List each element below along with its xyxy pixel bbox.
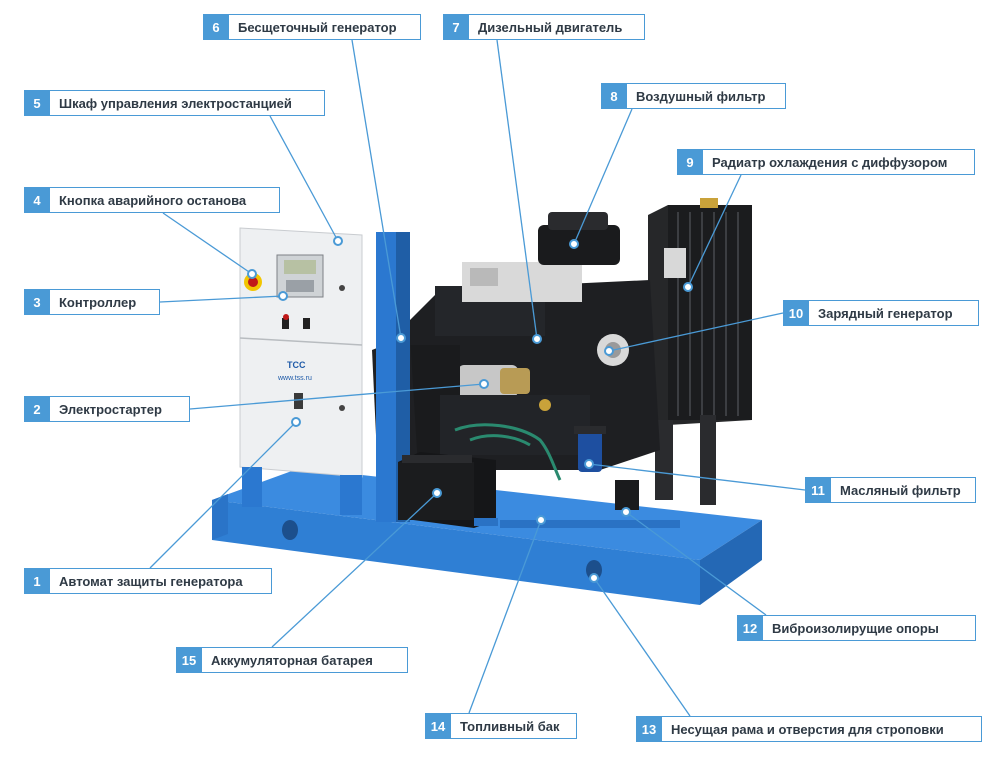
callout-radiator: 9 Радиатр охлаждения с диффузором bbox=[677, 149, 975, 175]
leader-points bbox=[247, 236, 693, 583]
callout-text: Контроллер bbox=[59, 294, 137, 310]
radiator bbox=[648, 198, 752, 505]
callout-number: 9 bbox=[677, 149, 703, 175]
cabinet-url: www.tss.ru bbox=[277, 375, 312, 382]
callout-number: 5 bbox=[24, 90, 50, 116]
callout-number: 10 bbox=[783, 300, 809, 326]
callout-charging-alternator: 10 Зарядный генератор bbox=[783, 300, 979, 326]
battery bbox=[398, 452, 498, 528]
callout-number: 3 bbox=[24, 289, 50, 315]
callout-text: Топливный бак bbox=[460, 718, 560, 734]
cabinet-logo: ТСС bbox=[287, 360, 306, 370]
callout-control-cabinet: 5 Шкаф управления электростанцией bbox=[24, 90, 325, 116]
callout-brushless-generator: 6 Бесщеточный генератор bbox=[203, 14, 421, 40]
callout-number: 12 bbox=[737, 615, 763, 641]
callout-air-filter: 8 Воздушный фильтр bbox=[601, 83, 786, 109]
callout-battery: 15 Аккумуляторная батарея bbox=[176, 647, 408, 673]
callout-number: 4 bbox=[24, 187, 50, 213]
callout-text: Аккумуляторная батарея bbox=[211, 652, 373, 668]
callout-number: 1 bbox=[24, 568, 50, 594]
leader-lines bbox=[149, 39, 806, 717]
callout-fuel-tank: 14 Топливный бак bbox=[425, 713, 577, 739]
engine bbox=[400, 212, 660, 510]
callout-text: Зарядный генератор bbox=[818, 305, 953, 321]
callout-emergency-stop: 4 Кнопка аварийного останова bbox=[24, 187, 280, 213]
callout-text: Кнопка аварийного останова bbox=[59, 192, 247, 208]
callout-oil-filter: 11 Масляный фильтр bbox=[805, 477, 976, 503]
callout-text: Бесщеточный генератор bbox=[238, 19, 397, 35]
callout-number: 7 bbox=[443, 14, 469, 40]
callout-text: Электростартер bbox=[59, 401, 162, 417]
callout-text: Воздушный фильтр bbox=[636, 88, 766, 104]
callout-diesel-engine: 7 Дизельный двигатель bbox=[443, 14, 645, 40]
circuit-breaker bbox=[294, 393, 303, 409]
callout-number: 2 bbox=[24, 396, 50, 422]
callout-text: Виброизолирущие опоры bbox=[772, 620, 939, 636]
callout-circuit-breaker: 1 Автомат защиты генератора bbox=[24, 568, 272, 594]
callout-text: Автомат защиты генератора bbox=[59, 573, 243, 589]
callout-text: Шкаф управления электростанцией bbox=[59, 95, 292, 111]
callout-text: Масляный фильтр bbox=[840, 482, 961, 498]
callout-frame: 13 Несущая рама и отверстия для строповк… bbox=[636, 716, 982, 742]
callout-number: 13 bbox=[636, 716, 662, 742]
control-cabinet: ТСС www.tss.ru bbox=[239, 227, 363, 515]
callout-starter: 2 Электростартер bbox=[24, 396, 190, 422]
callout-number: 14 bbox=[425, 713, 451, 739]
callout-number: 8 bbox=[601, 83, 627, 109]
callout-number: 6 bbox=[203, 14, 229, 40]
callout-number: 15 bbox=[176, 647, 202, 673]
callout-vibration-mounts: 12 Виброизолирущие опоры bbox=[737, 615, 976, 641]
callout-text: Дизельный двигатель bbox=[478, 19, 623, 35]
callout-text: Несущая рама и отверстия для строповки bbox=[671, 721, 944, 737]
callout-text: Радиатр охлаждения с диффузором bbox=[712, 154, 948, 170]
callout-number: 11 bbox=[805, 477, 831, 503]
lifting-hole-left bbox=[282, 520, 298, 540]
callout-controller: 3 Контроллер bbox=[24, 289, 160, 315]
